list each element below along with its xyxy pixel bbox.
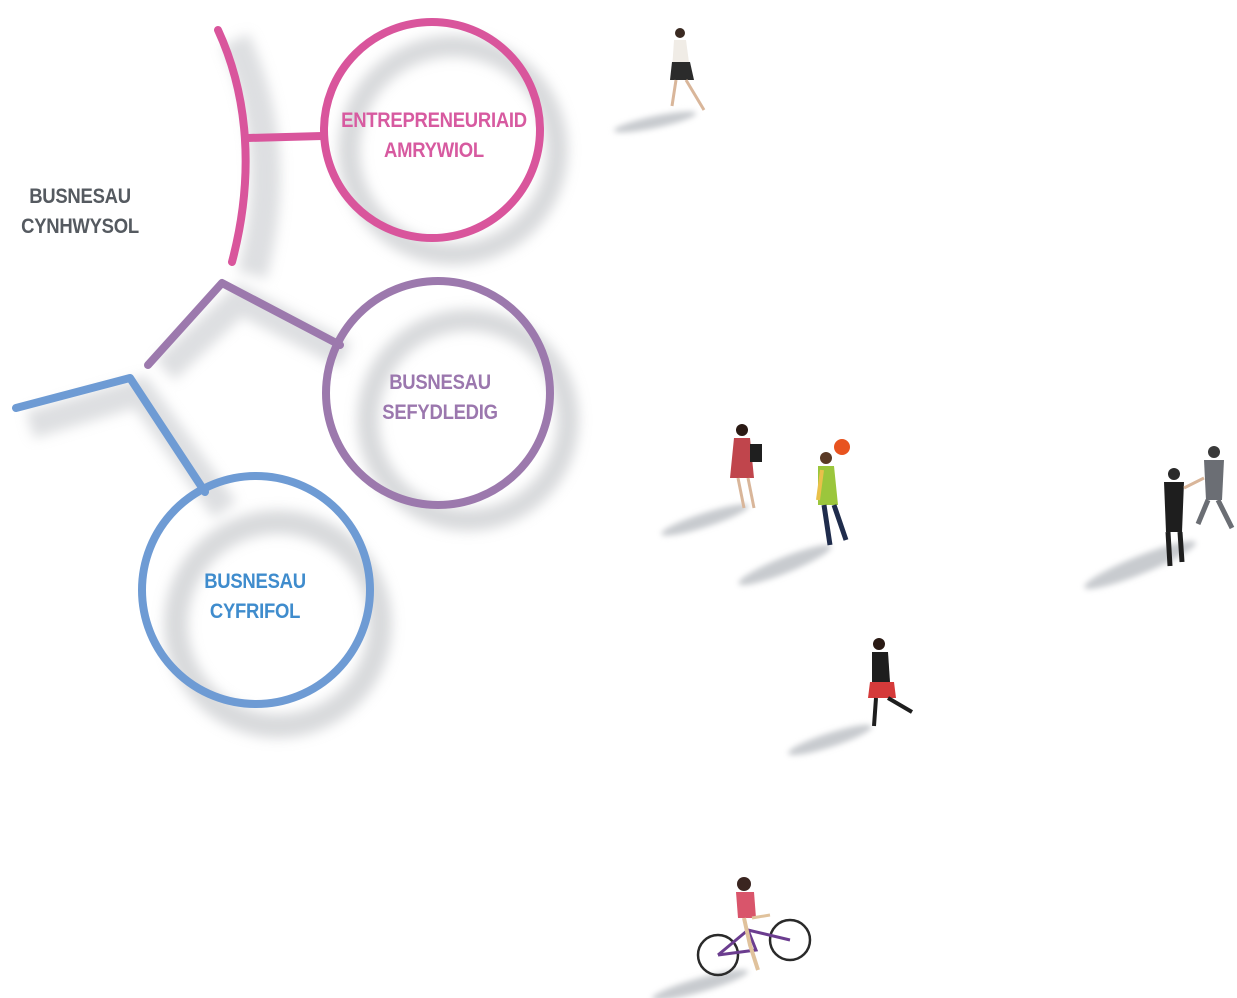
ring-responsible-businesses xyxy=(12,374,374,708)
branch-established xyxy=(144,279,344,369)
node-label-diverse-line1: ENTREPRENEURIAID xyxy=(341,109,527,132)
ring-established-businesses xyxy=(144,277,554,509)
node-label-established-line1: BUSNESAU xyxy=(389,371,491,394)
walking-woman-red-skirt-figure xyxy=(788,638,914,756)
node-label-responsible-line1: BUSNESAU xyxy=(204,570,306,593)
root-label: BUSNESAU CYNHWYSOL xyxy=(10,182,151,242)
woman-with-bag-figure xyxy=(661,424,762,536)
node-label-established: BUSNESAU SEFYDLEDIG xyxy=(356,368,523,428)
handshake-figures xyxy=(1084,446,1235,589)
walking-woman-figure xyxy=(613,28,706,133)
node-label-responsible: BUSNESAU CYFRIFOL xyxy=(171,567,338,627)
node-label-diverse: ENTREPRENEURIAID AMRYWIOL xyxy=(338,106,530,166)
node-label-responsible-line2: CYFRIFOL xyxy=(209,600,301,623)
person-with-balloon-figure xyxy=(738,439,850,586)
root-label-line2: CYNHWYSOL xyxy=(21,215,139,238)
ring-diverse-entrepreneurs xyxy=(214,18,544,266)
node-label-established-line2: SEFYDLEDIG xyxy=(382,401,498,424)
branch-responsible xyxy=(12,374,209,496)
node-label-diverse-line2: AMRYWIOL xyxy=(384,139,484,162)
root-label-line1: BUSNESAU xyxy=(29,185,131,208)
branch-diverse xyxy=(214,26,250,266)
cyclist-figure xyxy=(651,877,812,998)
connector-diverse xyxy=(247,132,323,142)
